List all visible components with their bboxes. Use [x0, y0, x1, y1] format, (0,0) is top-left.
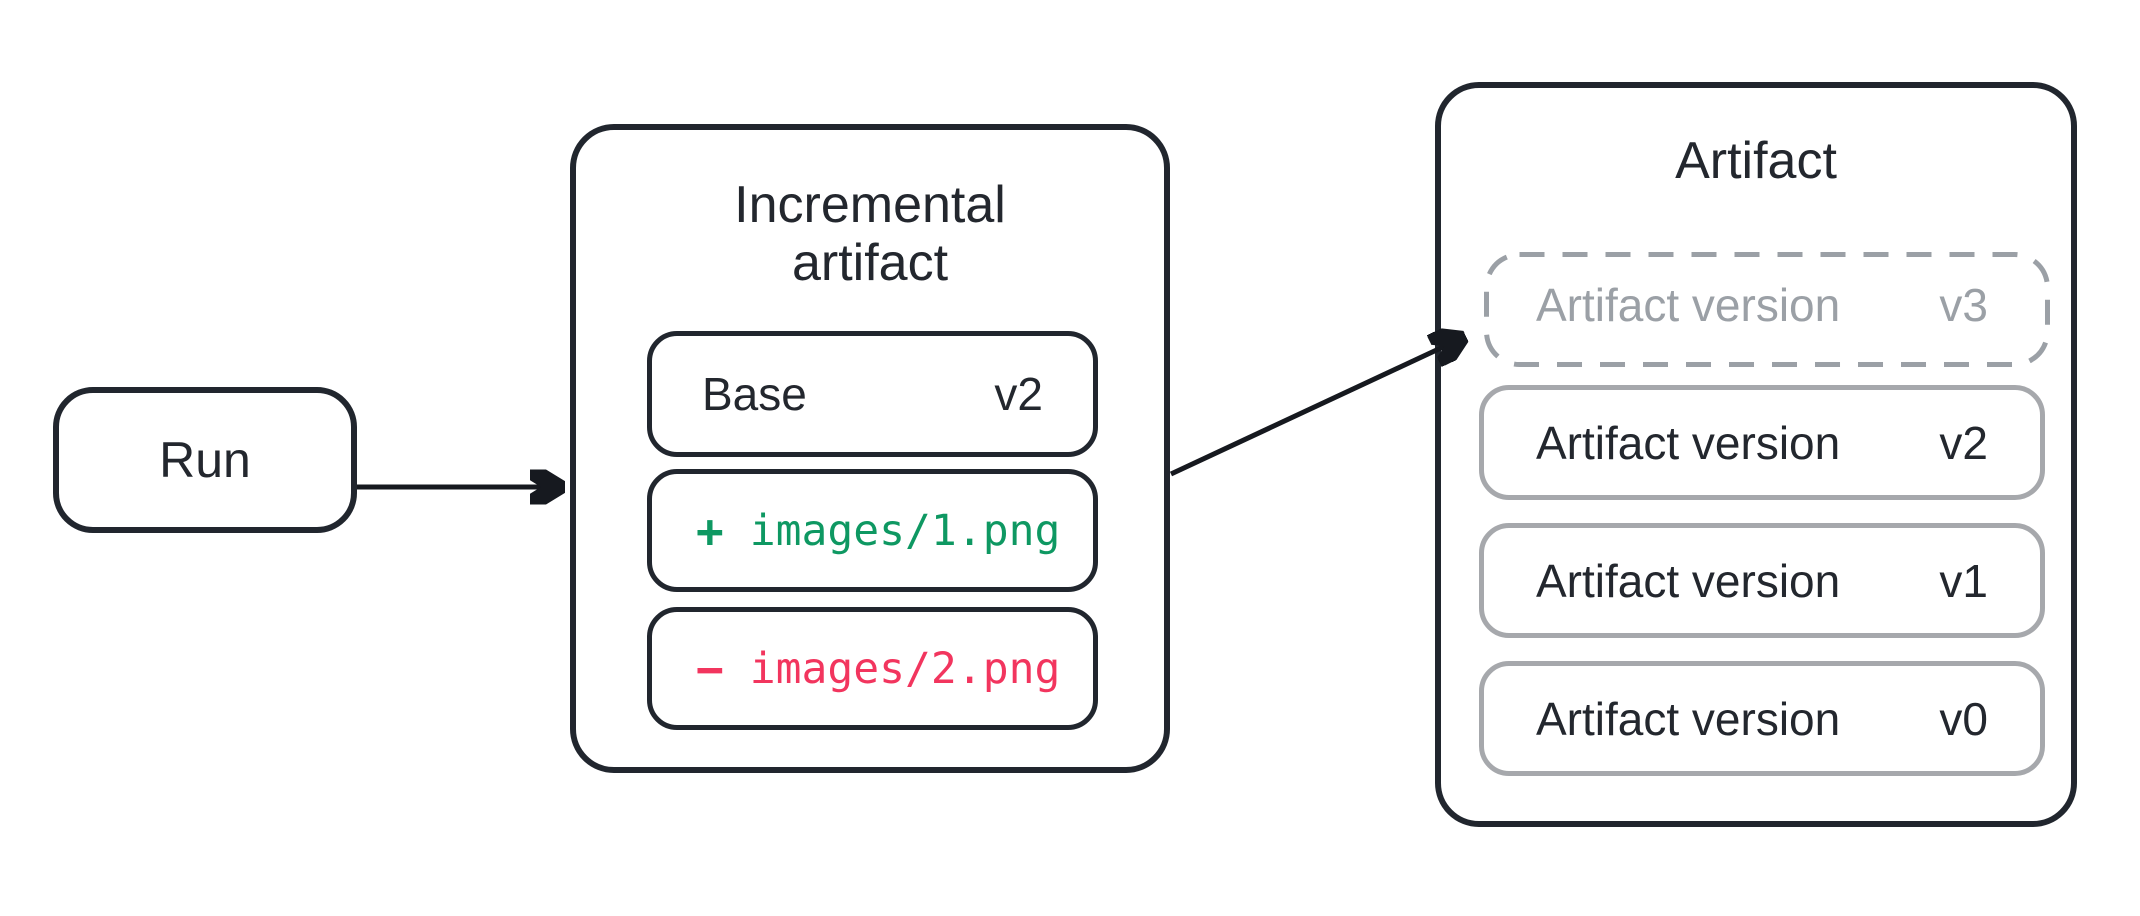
change-row: − images/2.png [647, 607, 1098, 730]
artifact-version-number: v2 [1939, 416, 1988, 469]
artifact-version-row: Artifact version v2 [1479, 385, 2045, 500]
run-node: Run [53, 387, 357, 533]
artifact-version-row: Artifact version v3 [1479, 247, 2050, 367]
base-label: Base [702, 368, 807, 420]
incremental-to-artifact-arrow [1169, 340, 1458, 477]
artifact-version-number: v0 [1939, 692, 1988, 745]
change-path: images/2.png [749, 643, 1061, 694]
incremental-artifact-node: Incremental artifact Base v2 + images/1.… [570, 124, 1170, 773]
artifact-version-number: v3 [1939, 278, 1988, 331]
artifact-version-row: Artifact version v1 [1479, 523, 2045, 638]
base-version-row: Base v2 [647, 331, 1098, 457]
incremental-artifact-title: Incremental artifact [576, 176, 1164, 292]
artifact-title: Artifact [1675, 132, 1837, 190]
artifact-version-label: Artifact version [1536, 692, 1841, 745]
artifact-version-label: Artifact version [1536, 278, 1841, 331]
artifact-version-label: Artifact version [1536, 416, 1841, 469]
artifact-version-label: Artifact version [1536, 554, 1841, 607]
change-path: images/1.png [749, 505, 1061, 556]
change-sign: + [696, 503, 724, 558]
change-list: + images/1.png − images/2.png [647, 469, 1098, 730]
artifact-node: Artifact Artifact version v3 Artifact ve… [1435, 82, 2077, 827]
artifact-version-list: Artifact version v3 Artifact version v2 … [1479, 247, 2050, 776]
incremental-title-line2: artifact [791, 234, 949, 292]
artifact-version-row: Artifact version v0 [1479, 661, 2045, 776]
change-sign: − [696, 641, 724, 696]
base-version: v2 [994, 368, 1043, 420]
artifact-version-number: v1 [1939, 554, 1988, 607]
change-row: + images/1.png [647, 469, 1098, 592]
incremental-title-line1: Incremental [734, 176, 1006, 234]
run-label: Run [159, 432, 251, 488]
